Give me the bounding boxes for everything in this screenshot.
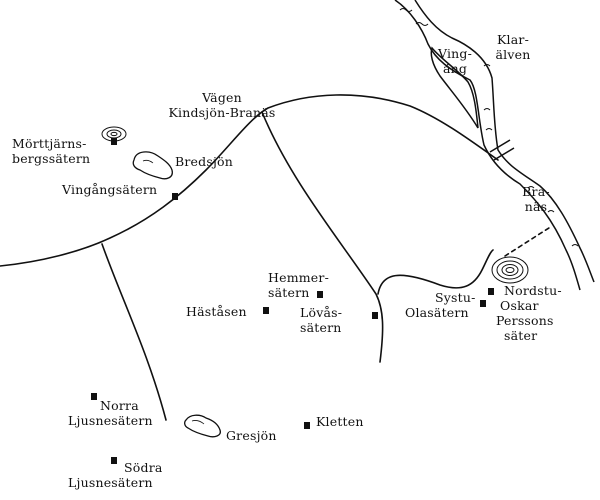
label-gresjon-line1: Gresjön bbox=[226, 428, 277, 443]
river-west-bank bbox=[394, 0, 581, 291]
label-vingangssatern-line1: Vingångsätern bbox=[62, 182, 158, 197]
road-systu bbox=[377, 249, 494, 295]
label-vingang-line1: Ving- bbox=[437, 46, 473, 61]
bridge bbox=[489, 139, 515, 161]
label-nordstu-line2: Oskar bbox=[500, 298, 539, 313]
marker-nordstu bbox=[488, 288, 494, 295]
marker-morttjarn bbox=[111, 138, 117, 145]
label-lovas: Lövås- sätern bbox=[300, 305, 342, 335]
label-kletten: Kletten bbox=[316, 414, 364, 429]
road-branch-lovas bbox=[261, 111, 384, 363]
label-systu-line1: Systu- bbox=[435, 290, 476, 305]
label-nordstu: Nordstu- Oskar Perssons säter bbox=[496, 283, 562, 343]
lake-gresjon bbox=[184, 414, 221, 438]
label-hastasen-line1: Häståsen bbox=[186, 304, 247, 319]
lake-bredsjon bbox=[132, 151, 173, 180]
label-kletten-line1: Kletten bbox=[316, 414, 364, 429]
label-vagen: Vägen Kindsjön-Branäs bbox=[152, 90, 292, 120]
label-sodra: Södra Ljusnesätern bbox=[68, 460, 163, 490]
label-vingang-line2: äng bbox=[442, 61, 468, 76]
marker-norra bbox=[91, 393, 97, 400]
label-vingang: Ving- äng bbox=[428, 46, 482, 76]
road-branch-gresjon bbox=[101, 243, 167, 421]
label-morttjarn-line1: Mörttjärns- bbox=[12, 136, 87, 151]
label-vagen-line1: Vägen bbox=[202, 90, 242, 105]
label-hemmer-line1: Hemmer- bbox=[268, 270, 330, 285]
road-main bbox=[0, 94, 499, 267]
label-nordstu-line3: Perssons bbox=[496, 313, 554, 328]
island-vingang bbox=[430, 46, 479, 129]
label-morttjarn: Mörttjärns- bergssätern bbox=[12, 136, 90, 166]
label-vagen-line2: Kindsjön-Branäs bbox=[168, 105, 276, 120]
label-klaralven-line2: älven bbox=[495, 47, 531, 62]
label-sodra-line2: Ljusnesätern bbox=[68, 475, 153, 490]
label-norra-line2: Ljusnesätern bbox=[68, 413, 153, 428]
label-gresjon: Gresjön bbox=[226, 428, 277, 443]
river-east-bank bbox=[414, 0, 595, 283]
label-norra-line1: Norra bbox=[100, 398, 139, 413]
marker-systu bbox=[480, 300, 486, 307]
label-sodra-line1: Södra bbox=[124, 460, 163, 475]
marker-sodra bbox=[111, 457, 117, 464]
label-systu-line2: Olasätern bbox=[405, 305, 469, 320]
label-branas-line1: Bra- bbox=[522, 184, 550, 199]
label-hemmer: Hemmer- sätern bbox=[268, 270, 329, 300]
label-klaralven-line1: Klar- bbox=[497, 32, 529, 47]
hill-nordstu bbox=[491, 256, 529, 284]
label-hemmer-line2: sätern bbox=[268, 285, 310, 300]
label-bredsjon: Bredsjön bbox=[175, 154, 233, 169]
path-branas bbox=[504, 225, 553, 257]
label-nordstu-line4: säter bbox=[504, 328, 538, 343]
marker-vingangssatern bbox=[172, 193, 178, 200]
label-lovas-line2: sätern bbox=[300, 320, 342, 335]
label-vingangssatern: Vingångsätern bbox=[62, 182, 157, 197]
label-klaralven: Klar- älven bbox=[478, 32, 548, 62]
marker-kletten bbox=[304, 422, 310, 429]
label-branas: Bra- näs bbox=[514, 184, 558, 214]
label-systu: Systu- Olasätern bbox=[405, 290, 476, 320]
label-lovas-line1: Lövås- bbox=[300, 305, 343, 320]
label-norra: Norra Ljusnesätern bbox=[68, 398, 153, 428]
label-bredsjon-line1: Bredsjön bbox=[175, 154, 234, 169]
marker-lovas bbox=[372, 312, 378, 319]
marker-hemmer bbox=[317, 291, 323, 298]
marker-hastasen bbox=[263, 307, 269, 314]
label-hastasen: Häståsen bbox=[186, 304, 247, 319]
label-morttjarn-line2: bergssätern bbox=[12, 151, 91, 166]
label-branas-line2: näs bbox=[524, 199, 548, 214]
label-nordstu-line1: Nordstu- bbox=[504, 283, 562, 298]
